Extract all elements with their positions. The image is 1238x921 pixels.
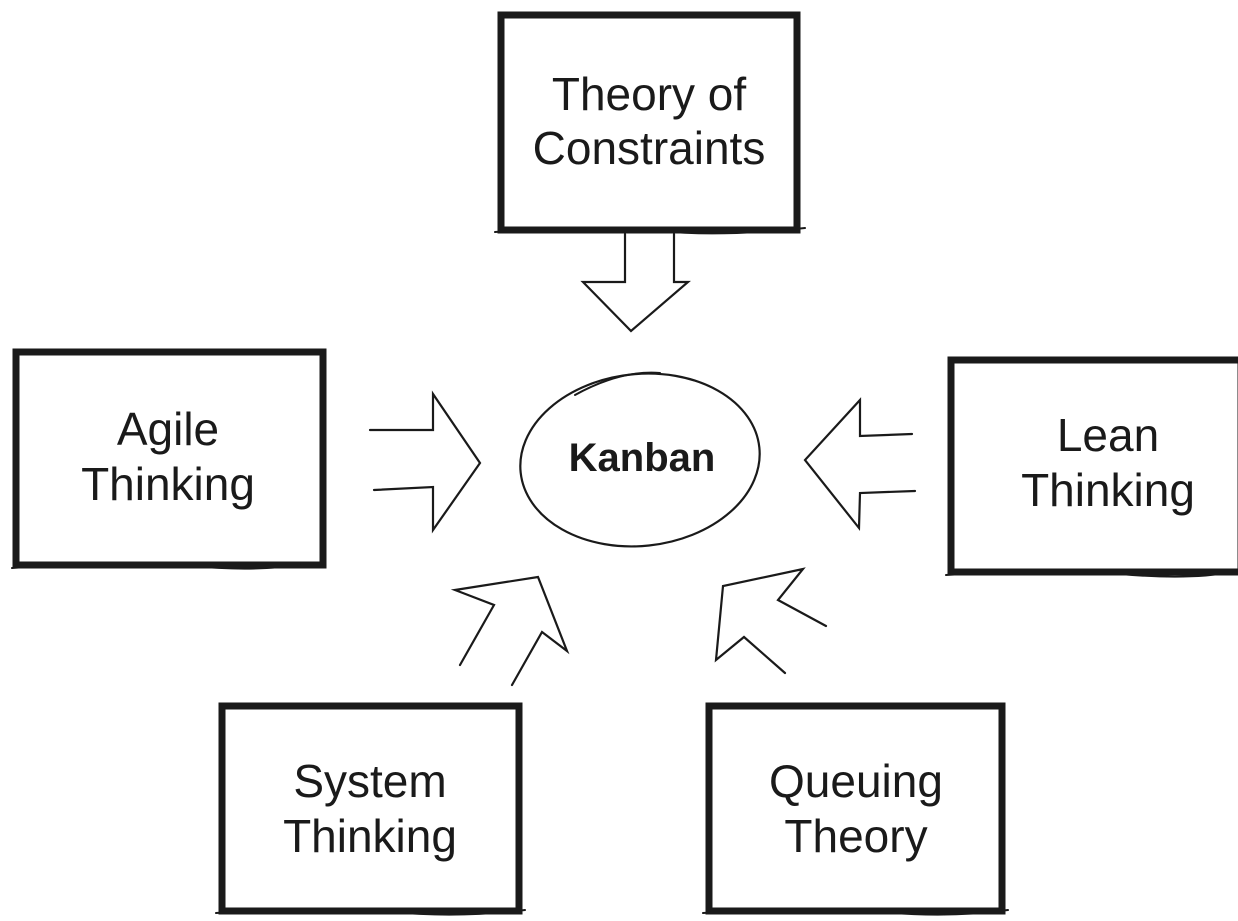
arrow-from-queuing-theory — [714, 567, 828, 675]
arrow-from-agile-thinking — [368, 390, 482, 534]
system-thinking-box — [218, 702, 523, 915]
agile-thinking-box-edge — [11, 562, 301, 570]
theory-of-constraints-line1: Theory of — [552, 68, 747, 120]
kanban-ellipse-stroke-detail — [574, 371, 661, 396]
kanban-label: Kanban — [569, 436, 716, 480]
arrow-from-lean-thinking — [803, 397, 917, 532]
system-thinking-line2: Thinking — [283, 810, 457, 862]
theory-of-constraints-box — [497, 11, 801, 234]
queuing-theory-line1: Queuing — [769, 755, 943, 807]
node-kanban: Kanban — [519, 371, 761, 548]
lean-thinking-line2: Thinking — [1021, 464, 1195, 516]
lean-thinking-box — [947, 356, 1238, 576]
node-queuing-theory: Queuing Theory — [702, 702, 1009, 916]
system-thinking-box-edge — [215, 908, 526, 916]
arrow-from-theory-of-constraints — [580, 232, 691, 333]
node-agile-thinking: Agile Thinking — [11, 348, 327, 570]
theory-of-constraints-line2: Constraints — [533, 122, 766, 174]
system-thinking-line1: System — [293, 755, 446, 807]
node-system-thinking: System Thinking — [215, 702, 526, 916]
theory-of-constraints-box-edge — [494, 227, 806, 235]
arrow-from-system-thinking — [450, 575, 570, 687]
lean-thinking-box-edge — [945, 570, 1233, 578]
agile-thinking-line1: Agile — [117, 403, 219, 455]
node-theory-of-constraints: Theory of Constraints — [494, 11, 806, 235]
node-lean-thinking: Lean Thinking — [945, 356, 1238, 578]
queuing-theory-box-edge — [702, 908, 1009, 916]
queuing-theory-line2: Theory — [784, 810, 927, 862]
agile-thinking-line2: Thinking — [81, 458, 255, 510]
queuing-theory-box — [705, 702, 1006, 915]
agile-thinking-box — [12, 348, 327, 569]
lean-thinking-line1: Lean — [1057, 409, 1159, 461]
